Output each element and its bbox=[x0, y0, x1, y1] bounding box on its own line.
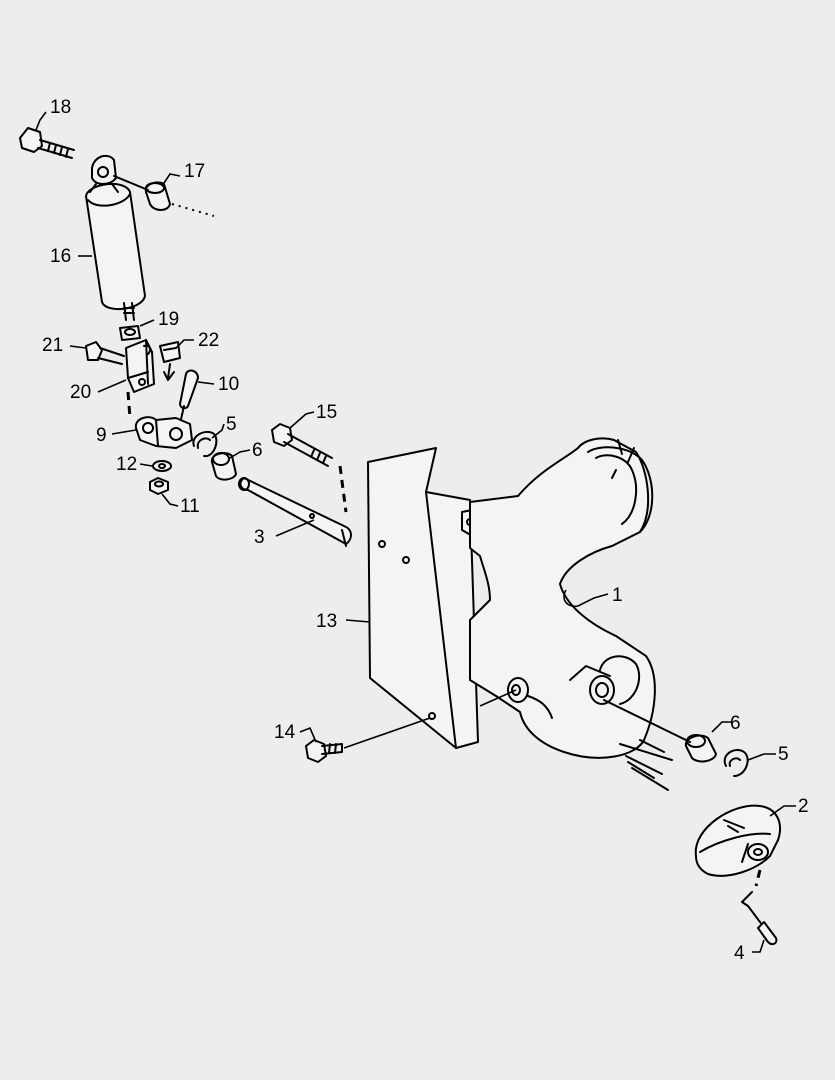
callout-13: 13 bbox=[316, 611, 337, 632]
callout-9: 9 bbox=[96, 425, 107, 446]
callout-21: 21 bbox=[42, 335, 63, 356]
leader-lines bbox=[35, 111, 796, 953]
part-11-nut bbox=[149, 477, 169, 495]
part-16-shock-absorber bbox=[85, 154, 146, 321]
part-2-cover bbox=[694, 804, 781, 877]
part-3-shaft bbox=[238, 477, 352, 547]
callout-18: 18 bbox=[50, 97, 71, 118]
callout-5-upper: 5 bbox=[226, 414, 237, 435]
part-19-nut bbox=[119, 325, 141, 341]
callout-11: 11 bbox=[180, 496, 200, 517]
part-4-pin bbox=[741, 869, 778, 946]
callout-17: 17 bbox=[184, 161, 205, 182]
part-17-bushing bbox=[113, 175, 215, 217]
part-6-bushing-upper bbox=[210, 452, 237, 481]
callout-14: 14 bbox=[274, 722, 296, 743]
callout-10: 10 bbox=[218, 374, 239, 395]
assembly-dash-20-9 bbox=[126, 391, 132, 419]
callout-6-lower: 6 bbox=[730, 713, 741, 734]
part-6-bushing-lower bbox=[603, 699, 717, 763]
part-5-circlip-lower bbox=[723, 748, 749, 777]
callout-labels: 18 17 16 19 22 21 20 10 9 5 6 15 12 11 3… bbox=[42, 97, 809, 964]
part-21-bolt bbox=[85, 341, 125, 365]
callout-12: 12 bbox=[116, 454, 137, 475]
callout-1: 1 bbox=[612, 585, 623, 606]
callout-15: 15 bbox=[316, 402, 337, 423]
part-22-clip bbox=[159, 341, 181, 381]
callout-19: 19 bbox=[158, 309, 179, 330]
callout-3: 3 bbox=[254, 527, 265, 548]
part-13-plate bbox=[367, 447, 479, 749]
callout-6-upper: 6 bbox=[252, 440, 263, 461]
part-18-bolt bbox=[19, 127, 75, 159]
part-12-washer bbox=[152, 460, 172, 472]
callout-22: 22 bbox=[198, 330, 219, 351]
part-9-yoke bbox=[134, 416, 193, 449]
part-20-clevis bbox=[125, 339, 155, 393]
part-5-circlip-upper bbox=[192, 430, 218, 458]
part-14-bolt bbox=[305, 717, 431, 763]
callout-16: 16 bbox=[50, 246, 71, 267]
callout-2: 2 bbox=[798, 796, 809, 817]
part-15-bolt bbox=[271, 423, 348, 513]
callout-5-lower: 5 bbox=[778, 744, 789, 765]
callout-20: 20 bbox=[70, 382, 91, 403]
part-1-housing bbox=[461, 437, 673, 791]
callout-4: 4 bbox=[734, 943, 745, 964]
